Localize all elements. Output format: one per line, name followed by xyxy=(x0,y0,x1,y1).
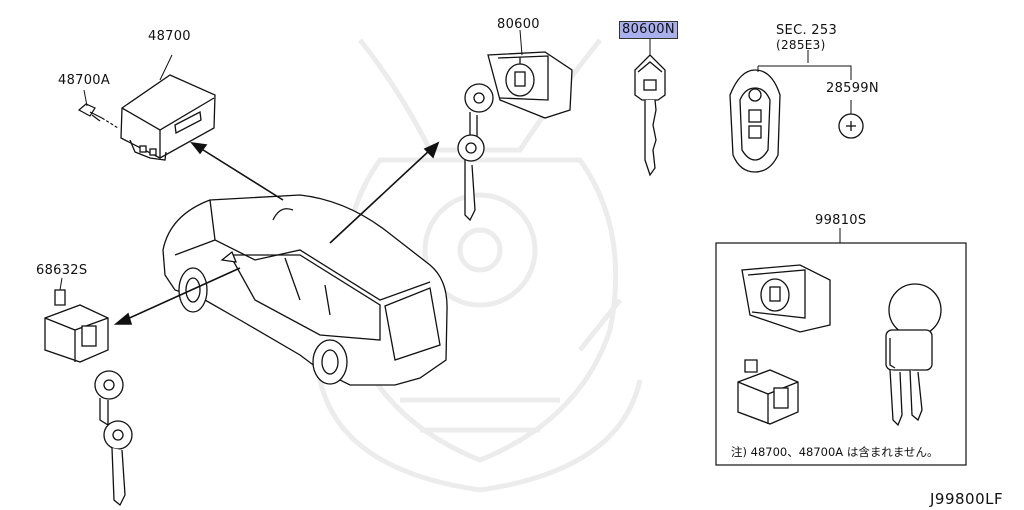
kit-door-cylinder xyxy=(737,359,799,425)
leader-sec253 xyxy=(758,50,852,80)
label-80600N[interactable]: 80600N xyxy=(619,21,678,39)
diagram-code: J99800LF xyxy=(930,490,1004,508)
leader-80600 xyxy=(519,29,523,56)
immobilizer-control-unit xyxy=(120,74,216,161)
leader-48700 xyxy=(159,54,173,81)
kit-note: 注) 48700、48700A は含まれません。 xyxy=(731,445,939,459)
door-lock-cylinder xyxy=(44,289,133,507)
label-28599N: 28599N xyxy=(826,81,879,96)
leader-68632S xyxy=(59,277,63,291)
screw-48700A xyxy=(77,103,119,129)
ignition-lock-assembly xyxy=(457,51,573,222)
kit-keys xyxy=(885,283,942,427)
label-sec253: SEC. 253 xyxy=(776,23,838,38)
battery-28599N xyxy=(838,113,864,139)
callout-arrows xyxy=(113,141,440,325)
label-48700: 48700 xyxy=(148,29,191,44)
kit-box-99810S xyxy=(715,242,967,466)
intelligent-key-fob xyxy=(729,69,781,173)
leader-48700A xyxy=(83,89,88,107)
label-99810S: 99810S xyxy=(815,213,867,228)
kit-ignition-cylinder xyxy=(741,264,831,333)
label-sec253-sub: (285E3) xyxy=(776,38,826,52)
key-blank-80600N xyxy=(634,54,666,177)
label-48700A: 48700A xyxy=(58,73,111,88)
vehicle-outline xyxy=(162,194,448,386)
label-68632S: 68632S xyxy=(36,263,88,278)
label-80600: 80600 xyxy=(497,17,540,32)
